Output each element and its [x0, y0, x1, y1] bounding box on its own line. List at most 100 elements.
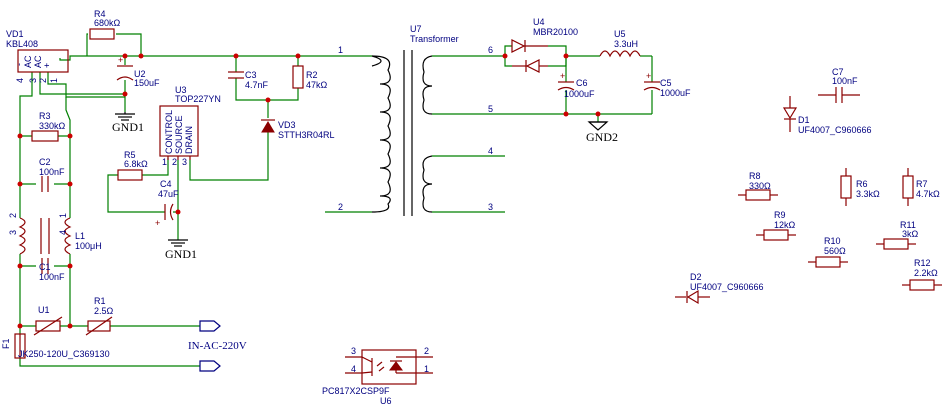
resistor-r3: R3 330kΩ	[31, 111, 66, 142]
c4-value: 47uF	[158, 189, 179, 199]
u7-ref: U7	[410, 24, 422, 34]
c1-value: 100nF	[39, 272, 65, 282]
u1-ref: U1	[38, 305, 50, 315]
resistor-r5: R5 6.8kΩ	[117, 150, 148, 181]
r11-value: 3kΩ	[902, 229, 919, 239]
resistor-r2: R2 47kΩ	[292, 65, 328, 90]
resistor-r12: R12 2.2kΩ	[902, 258, 942, 291]
u3-pin-drain: DRAIN	[184, 126, 194, 154]
svg-text:+: +	[560, 71, 565, 81]
l1-value: 100μH	[75, 241, 102, 251]
l1-pin-2: 2	[8, 213, 18, 218]
input-port-ac: IN-AC-220V	[188, 320, 247, 372]
capacitor-c7: C7 100nF	[818, 67, 860, 103]
r12-value: 2.2kΩ	[914, 268, 938, 278]
resistor-r7: R7 4.7kΩ	[902, 168, 940, 206]
r2-ref: R2	[306, 70, 318, 80]
r3-ref: R3	[39, 111, 51, 121]
diode-vd3: VD3 STTH3R04RL	[261, 119, 335, 140]
vd1-value: KBL408	[6, 39, 38, 49]
resistor-r6: R6 3.3kΩ	[840, 168, 880, 206]
u2-ref: U2	[134, 69, 146, 79]
wires	[19, 33, 653, 367]
u7-pin-2: 2	[338, 202, 343, 212]
u7-pin-3: 3	[488, 202, 493, 212]
ground-symbol-gnd2: GND2	[586, 121, 618, 144]
l1-pin-1: 1	[58, 213, 68, 218]
junction-dots	[17, 53, 601, 329]
r3-value: 330kΩ	[39, 121, 66, 131]
varistor-u1: U1	[33, 305, 63, 336]
u3-pin-source: SOURCE	[174, 115, 184, 154]
bridge-rectifier-vd1: VD1 KBL408 AC AC - + 4 3 2 1	[6, 29, 69, 83]
vd1-pin-ac-a: AC	[23, 55, 33, 68]
r12-ref: R12	[914, 258, 931, 268]
svg-text:+: +	[155, 218, 160, 228]
gnd2-label: GND2	[586, 130, 618, 144]
l1-pin-4: 4	[58, 230, 68, 235]
capacitor-c1: C1 100nF	[39, 258, 65, 282]
capacitor-c5: + C5 1000uF	[643, 71, 691, 98]
r8-value: 330Ω	[749, 181, 771, 191]
ground-symbol-gnd1-bottom: GND1	[165, 239, 197, 261]
c7-ref: C7	[832, 67, 844, 77]
f1-value: JK250-120U_C369130	[18, 349, 110, 359]
u7-value: Transformer	[410, 34, 459, 44]
u3-pin-2: 2	[172, 157, 177, 167]
r1-ref: R1	[94, 296, 106, 306]
capacitor-c6: + C6 1000uF	[557, 71, 595, 99]
c2-ref: C2	[39, 157, 51, 167]
r4-ref: R4	[94, 9, 106, 19]
u3-value: TOP227YN	[175, 94, 221, 104]
u3-pin-control: CONTROL	[164, 110, 174, 154]
r7-value: 4.7kΩ	[916, 189, 940, 199]
c3-ref: C3	[245, 70, 257, 80]
u4-ref: U4	[533, 17, 545, 27]
vd3-value: STTH3R04RL	[278, 130, 335, 140]
u3-pin-3: 3	[182, 157, 187, 167]
resistor-r9: R9 12kΩ	[756, 210, 796, 241]
r5-ref: R5	[124, 150, 136, 160]
c5-value: 1000uF	[660, 88, 691, 98]
u4-value: MBR20100	[533, 27, 578, 37]
u6-ref: U6	[380, 396, 392, 406]
u6-pin-4: 4	[351, 364, 356, 374]
capacitor-c2: C2 100nF	[39, 157, 65, 192]
resistor-r1: R1 2.5Ω	[85, 296, 114, 336]
u7-pin-4: 4	[488, 146, 493, 156]
u6-pin-3: 3	[351, 346, 356, 356]
c2-value: 100nF	[39, 167, 65, 177]
u6-pin-2: 2	[424, 346, 429, 356]
vd1-pin-2: 2	[38, 78, 48, 83]
u6-pin-1: 1	[424, 364, 429, 374]
r10-ref: R10	[824, 236, 841, 246]
ground-symbol-gnd1-top: GND1	[112, 112, 144, 134]
diode-d2: D2 UF4007_C960666	[675, 272, 764, 305]
r6-value: 3.3kΩ	[856, 189, 880, 199]
l1-ref: L1	[75, 231, 85, 241]
r8-ref: R8	[749, 171, 761, 181]
svg-text:+: +	[646, 71, 651, 81]
c6-ref: C6	[576, 78, 588, 88]
capacitor-u2: + U2 150uF	[116, 55, 160, 88]
vd3-ref: VD3	[278, 120, 296, 130]
vd1-pin-ac-b: AC	[33, 55, 43, 68]
vd1-pin-pos: +	[42, 63, 52, 68]
d1-ref: D1	[798, 115, 810, 125]
u7-pin-6: 6	[488, 45, 493, 55]
c3-value: 4.7nF	[245, 80, 269, 90]
in-ac-label: IN-AC-220V	[188, 340, 247, 352]
resistor-r8: R8 330Ω	[738, 171, 778, 201]
f1-ref: F1	[1, 338, 11, 349]
d1-value: UF4007_C960666	[798, 125, 872, 135]
c1-ref: C1	[39, 262, 51, 272]
r11-ref: R11	[900, 220, 916, 230]
ic-u3: U3 TOP227YN CONTROL SOURCE DRAIN 1 2 3	[159, 85, 221, 167]
c7-value: 100nF	[832, 76, 858, 86]
resistor-r4: R4 680kΩ	[89, 9, 121, 40]
svg-text:+: +	[118, 55, 123, 65]
capacitor-c3: C3 4.7nF	[228, 70, 269, 90]
r6-ref: R6	[856, 179, 868, 189]
vd1-pin-1: 1	[49, 78, 59, 83]
